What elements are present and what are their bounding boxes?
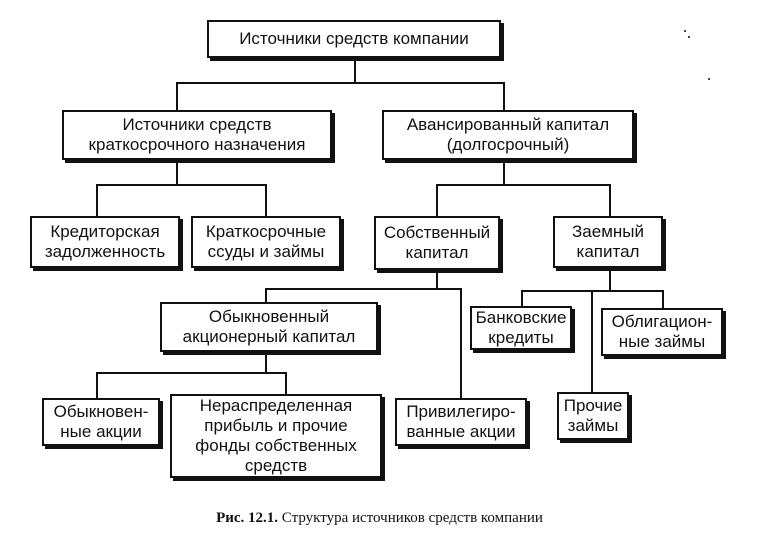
connector-line — [265, 288, 267, 302]
connector-line — [265, 352, 267, 374]
debt-box: Заемный капитал — [553, 216, 663, 268]
short-loans-box: Краткосрочные ссуды и займы — [191, 216, 341, 268]
preferred-shares-box: Привилегиро- ванные акции — [395, 398, 527, 446]
figure-number: Рис. 12.1. — [216, 510, 279, 526]
connector-line — [96, 372, 98, 398]
connector-line — [503, 160, 505, 186]
connector-line — [265, 288, 461, 290]
connector-line — [436, 184, 438, 216]
common-shares-box: Обыкновен- ные акции — [42, 398, 160, 446]
connector-line — [176, 82, 178, 110]
advanced-capital-box: Авансированный капитал (долгосрочный) — [382, 110, 634, 160]
scan-speck — [708, 78, 710, 80]
connector-line — [503, 82, 505, 110]
common-equity-box: Обыкновенный акционерный капитал — [160, 302, 378, 352]
connector-line — [591, 290, 593, 392]
connector-line — [265, 184, 267, 216]
connector-line — [609, 184, 611, 216]
connector-line — [662, 290, 664, 308]
payables-box: Кредиторская задолженность — [30, 216, 180, 268]
connector-line — [176, 82, 504, 84]
connector-line — [436, 184, 610, 186]
connector-line — [96, 184, 98, 216]
connector-line — [521, 290, 523, 306]
scan-speck — [688, 36, 690, 38]
retained-earnings-box: Нераспределенная прибыль и прочие фонды … — [170, 394, 382, 478]
connector-line — [285, 372, 287, 394]
equity-box: Собственный капитал — [374, 216, 500, 270]
short-term-sources-box: Источники средств краткосрочного назначе… — [62, 110, 332, 160]
scan-speck — [684, 30, 686, 32]
connector-line — [460, 288, 462, 398]
root-box: Источники средств компании — [207, 20, 501, 58]
bonds-box: Облигацион- ные займы — [601, 308, 723, 356]
connector-line — [354, 58, 356, 84]
connector-line — [176, 160, 178, 186]
connector-line — [436, 270, 438, 290]
bank-loans-box: Банковские кредиты — [470, 306, 572, 350]
other-loans-box: Прочие займы — [557, 392, 629, 440]
connector-line — [96, 184, 266, 186]
connector-line — [609, 268, 611, 292]
figure-title: Структура источников средств компании — [278, 510, 543, 526]
connector-line — [96, 372, 286, 374]
figure-caption: Рис. 12.1. Структура источников средств … — [0, 510, 759, 527]
